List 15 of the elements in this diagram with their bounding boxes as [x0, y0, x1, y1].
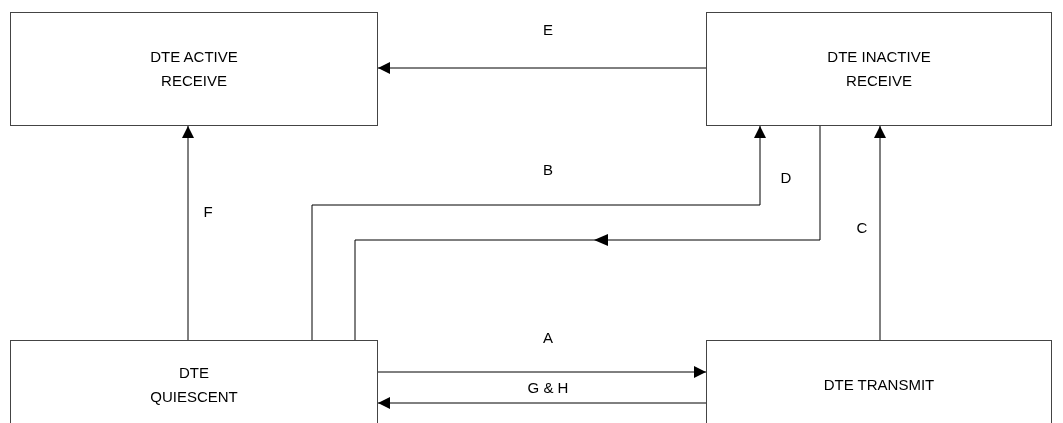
arrow — [311, 125, 766, 341]
arrow — [377, 397, 707, 409]
state-box — [706, 12, 1052, 126]
arrow — [377, 62, 707, 74]
arrow — [182, 125, 194, 341]
state-label: DTE INACTIVE RECEIVE — [826, 47, 932, 91]
state-label: DTE QUIESCENT — [149, 363, 239, 407]
state-label: DTE ACTIVE RECEIVE — [149, 47, 239, 91]
state-label: DTE TRANSMIT — [822, 375, 936, 395]
arrow — [874, 125, 886, 341]
state-box — [10, 12, 378, 126]
arrow — [354, 125, 821, 341]
state-box — [706, 340, 1052, 423]
state-box — [10, 340, 378, 423]
arrow — [377, 366, 707, 378]
